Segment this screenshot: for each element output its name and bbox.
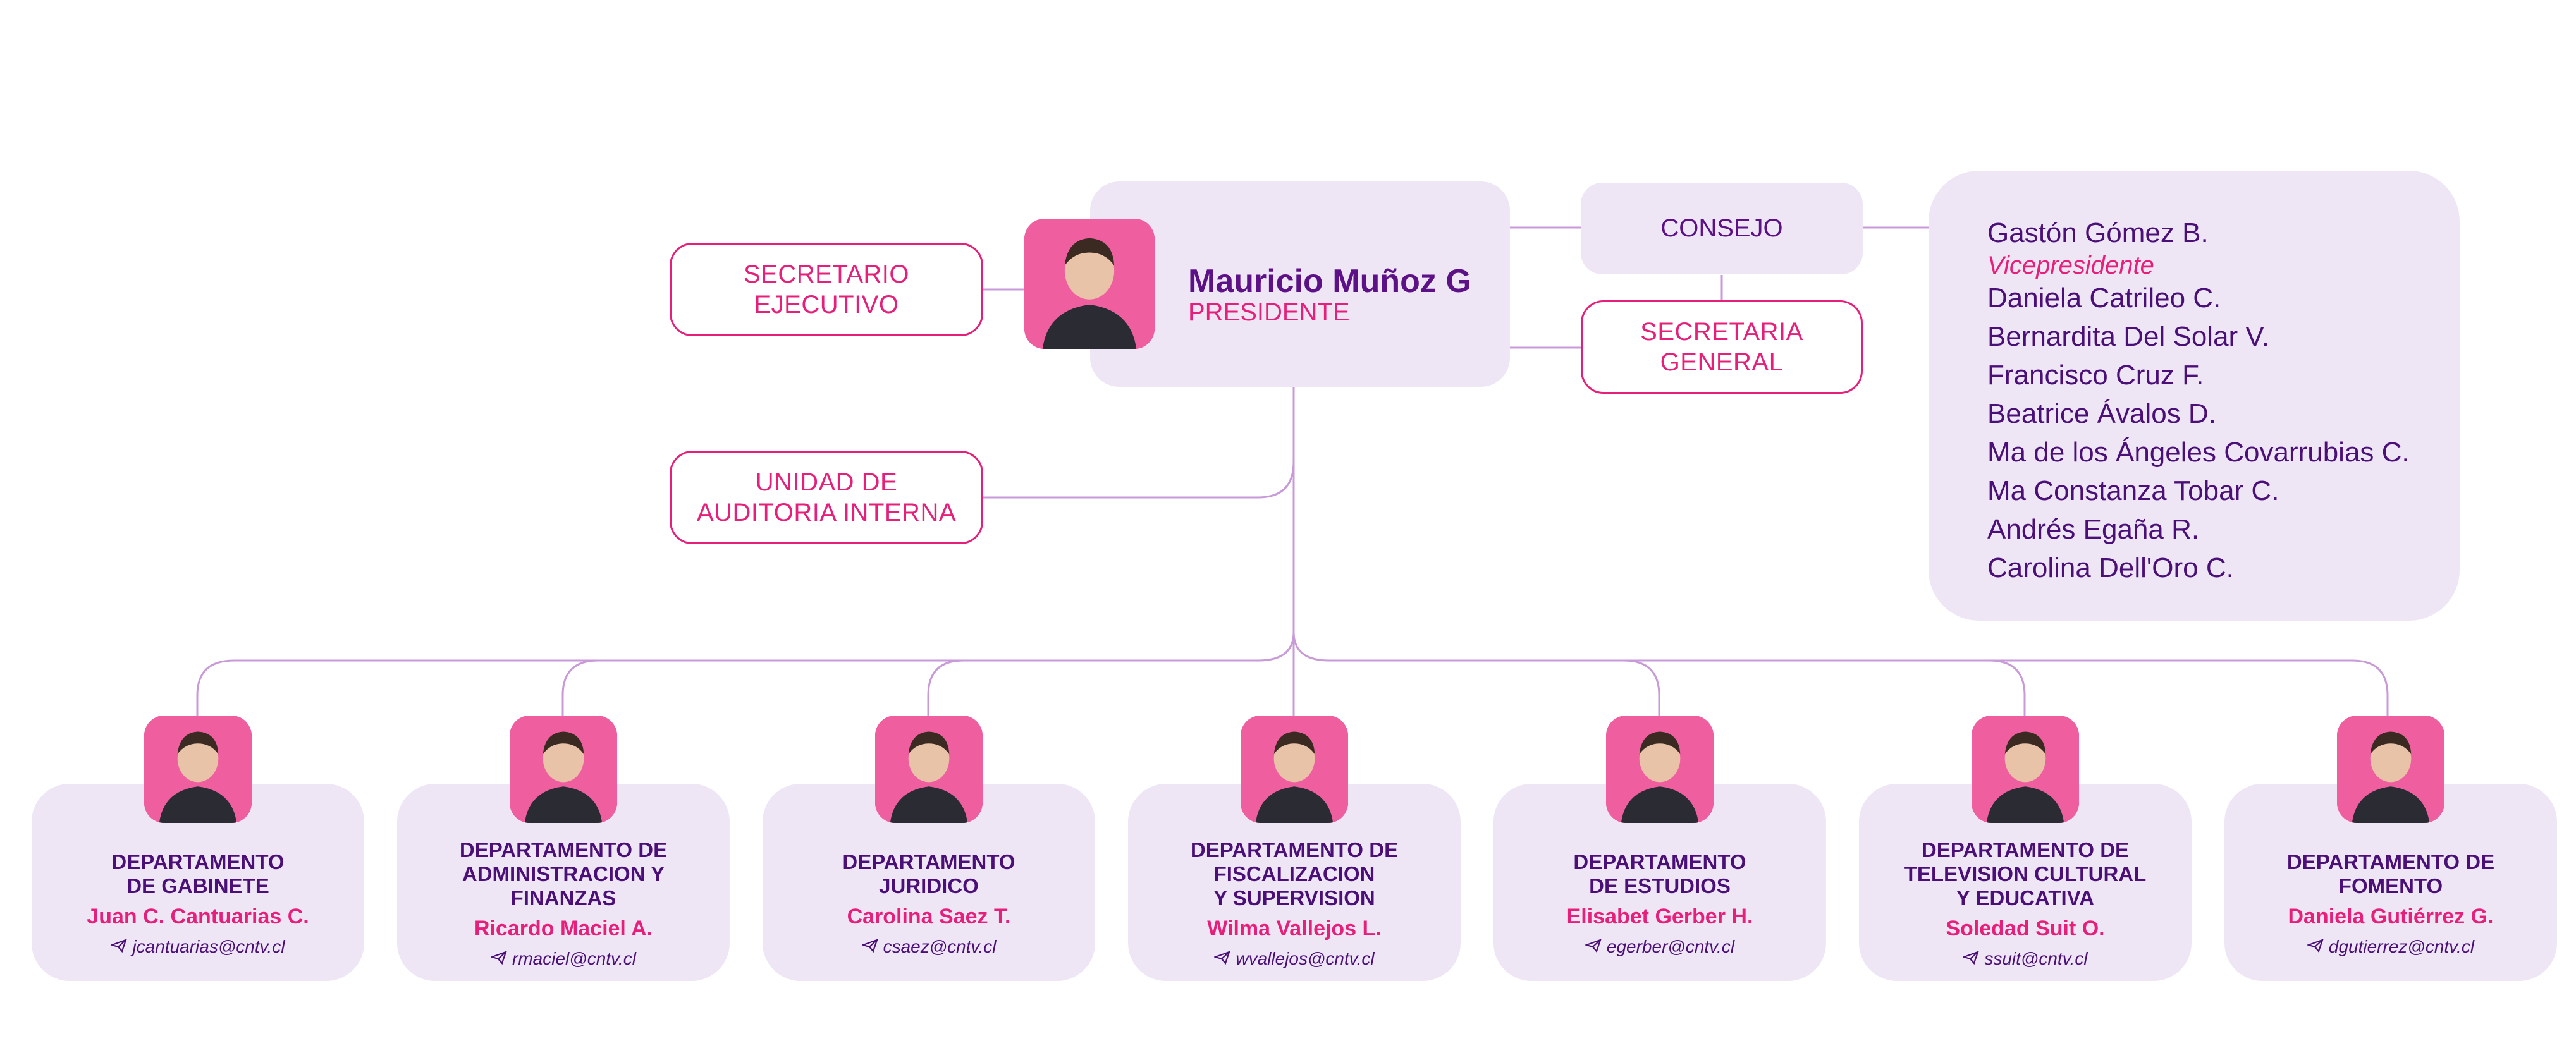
president-photo	[1024, 219, 1155, 349]
email-text: ssuit@cntv.cl	[1984, 948, 2088, 968]
department-head: Elisabet Gerber H.	[1566, 904, 1753, 929]
council-member: Beatrice Ávalos D.	[1987, 398, 2216, 429]
department-card: DEPARTAMENTO DE FISCALIZACION Y SUPERVIS…	[1128, 784, 1461, 981]
department-head-photo	[1972, 716, 2079, 823]
email-text: dgutierrez@cntv.cl	[2328, 936, 2475, 956]
secretaria-general-box: SECRETARIA GENERAL	[1581, 300, 1863, 394]
department-name: DEPARTAMENTO DE FOMENTO	[2286, 850, 2495, 898]
department-email[interactable]: ssuit@cntv.cl	[1961, 948, 2088, 969]
email-text: egerber@cntv.cl	[1606, 936, 1735, 956]
department-name: DEPARTAMENTO DE ESTUDIOS	[1573, 850, 1746, 898]
department-name: DEPARTAMENTO DE TELEVISION CULTURAL Y ED…	[1904, 838, 2147, 910]
auditoria-interna-box: UNIDAD DE AUDITORIA INTERNA	[670, 451, 983, 544]
department-name: DEPARTAMENTO JURIDICO	[842, 850, 1015, 898]
email-text: csaez@cntv.cl	[883, 936, 997, 956]
department-head: Ricardo Maciel A.	[474, 916, 653, 941]
department-email[interactable]: dgutierrez@cntv.cl	[2306, 936, 2475, 957]
send-icon	[861, 937, 878, 957]
send-icon	[489, 949, 507, 969]
council-member: Bernardita Del Solar V.	[1987, 321, 2269, 352]
department-name: DEPARTAMENTO DE ADMINISTRACION Y FINANZA…	[459, 838, 668, 910]
department-email[interactable]: egerber@cntv.cl	[1584, 936, 1735, 957]
send-icon	[2306, 937, 2324, 957]
president-card: Mauricio Muñoz G PRESIDENTE	[1090, 181, 1510, 387]
department-head: Carolina Saez T.	[847, 904, 1011, 929]
council-member: Ma de los Ángeles Covarrubias C.	[1987, 437, 2410, 468]
president-name: Mauricio Muñoz G	[1188, 263, 1471, 300]
department-head: Soledad Suit O.	[1946, 916, 2105, 941]
department-email[interactable]: csaez@cntv.cl	[861, 936, 997, 957]
vicepresident-title: Vicepresidente	[1987, 252, 2154, 279]
department-head-photo	[875, 716, 983, 823]
department-email[interactable]: wvallejos@cntv.cl	[1213, 948, 1375, 969]
vicepresident-name: Gastón Gómez B.	[1987, 217, 2209, 248]
department-name: DEPARTAMENTO DE FISCALIZACION Y SUPERVIS…	[1190, 838, 1399, 910]
president-title: PRESIDENTE	[1188, 298, 1350, 326]
department-name: DEPARTAMENTO DE GABINETE	[111, 850, 285, 898]
department-head: Juan C. Cantuarias C.	[87, 904, 309, 929]
department-head-photo	[144, 716, 252, 823]
department-email[interactable]: rmaciel@cntv.cl	[489, 948, 636, 969]
send-icon	[1584, 937, 1602, 957]
department-head-photo	[510, 716, 617, 823]
council-member-list: Daniela Catrileo C. Bernardita Del Solar …	[1987, 279, 2410, 587]
department-head-photo	[1606, 716, 1714, 823]
department-card: DEPARTAMENTO DE GABINETE Juan C. Cantuari…	[32, 784, 364, 981]
department-head-photo	[2337, 716, 2444, 823]
department-head-photo	[1241, 716, 1348, 823]
department-email[interactable]: jcantuarias@cntv.cl	[109, 936, 285, 957]
email-text: wvallejos@cntv.cl	[1236, 948, 1375, 968]
council-member: Daniela Catrileo C.	[1987, 283, 2221, 314]
secretario-ejecutivo-box: SECRETARIO EJECUTIVO	[670, 243, 983, 336]
council-member: Carolina Dell'Oro C.	[1987, 552, 2234, 583]
department-head: Wilma Vallejos L.	[1207, 916, 1382, 941]
send-icon	[1961, 949, 1980, 969]
council-member: Francisco Cruz F.	[1987, 360, 2204, 391]
department-head: Daniela Gutiérrez G.	[2288, 904, 2494, 929]
department-card: DEPARTAMENTO DE TELEVISION CULTURAL Y ED…	[1859, 784, 2192, 981]
council-members-card: Gastón Gómez B. Vicepresidente Daniela C…	[1929, 171, 2460, 621]
send-icon	[109, 937, 128, 957]
consejo-box: CONSEJO	[1581, 183, 1863, 274]
email-text: rmaciel@cntv.cl	[512, 948, 636, 968]
council-member: Ma Constanza Tobar C.	[1987, 475, 2279, 506]
council-member: Andrés Egaña R.	[1987, 514, 2200, 545]
email-text: jcantuarias@cntv.cl	[132, 936, 285, 956]
send-icon	[1213, 949, 1231, 969]
